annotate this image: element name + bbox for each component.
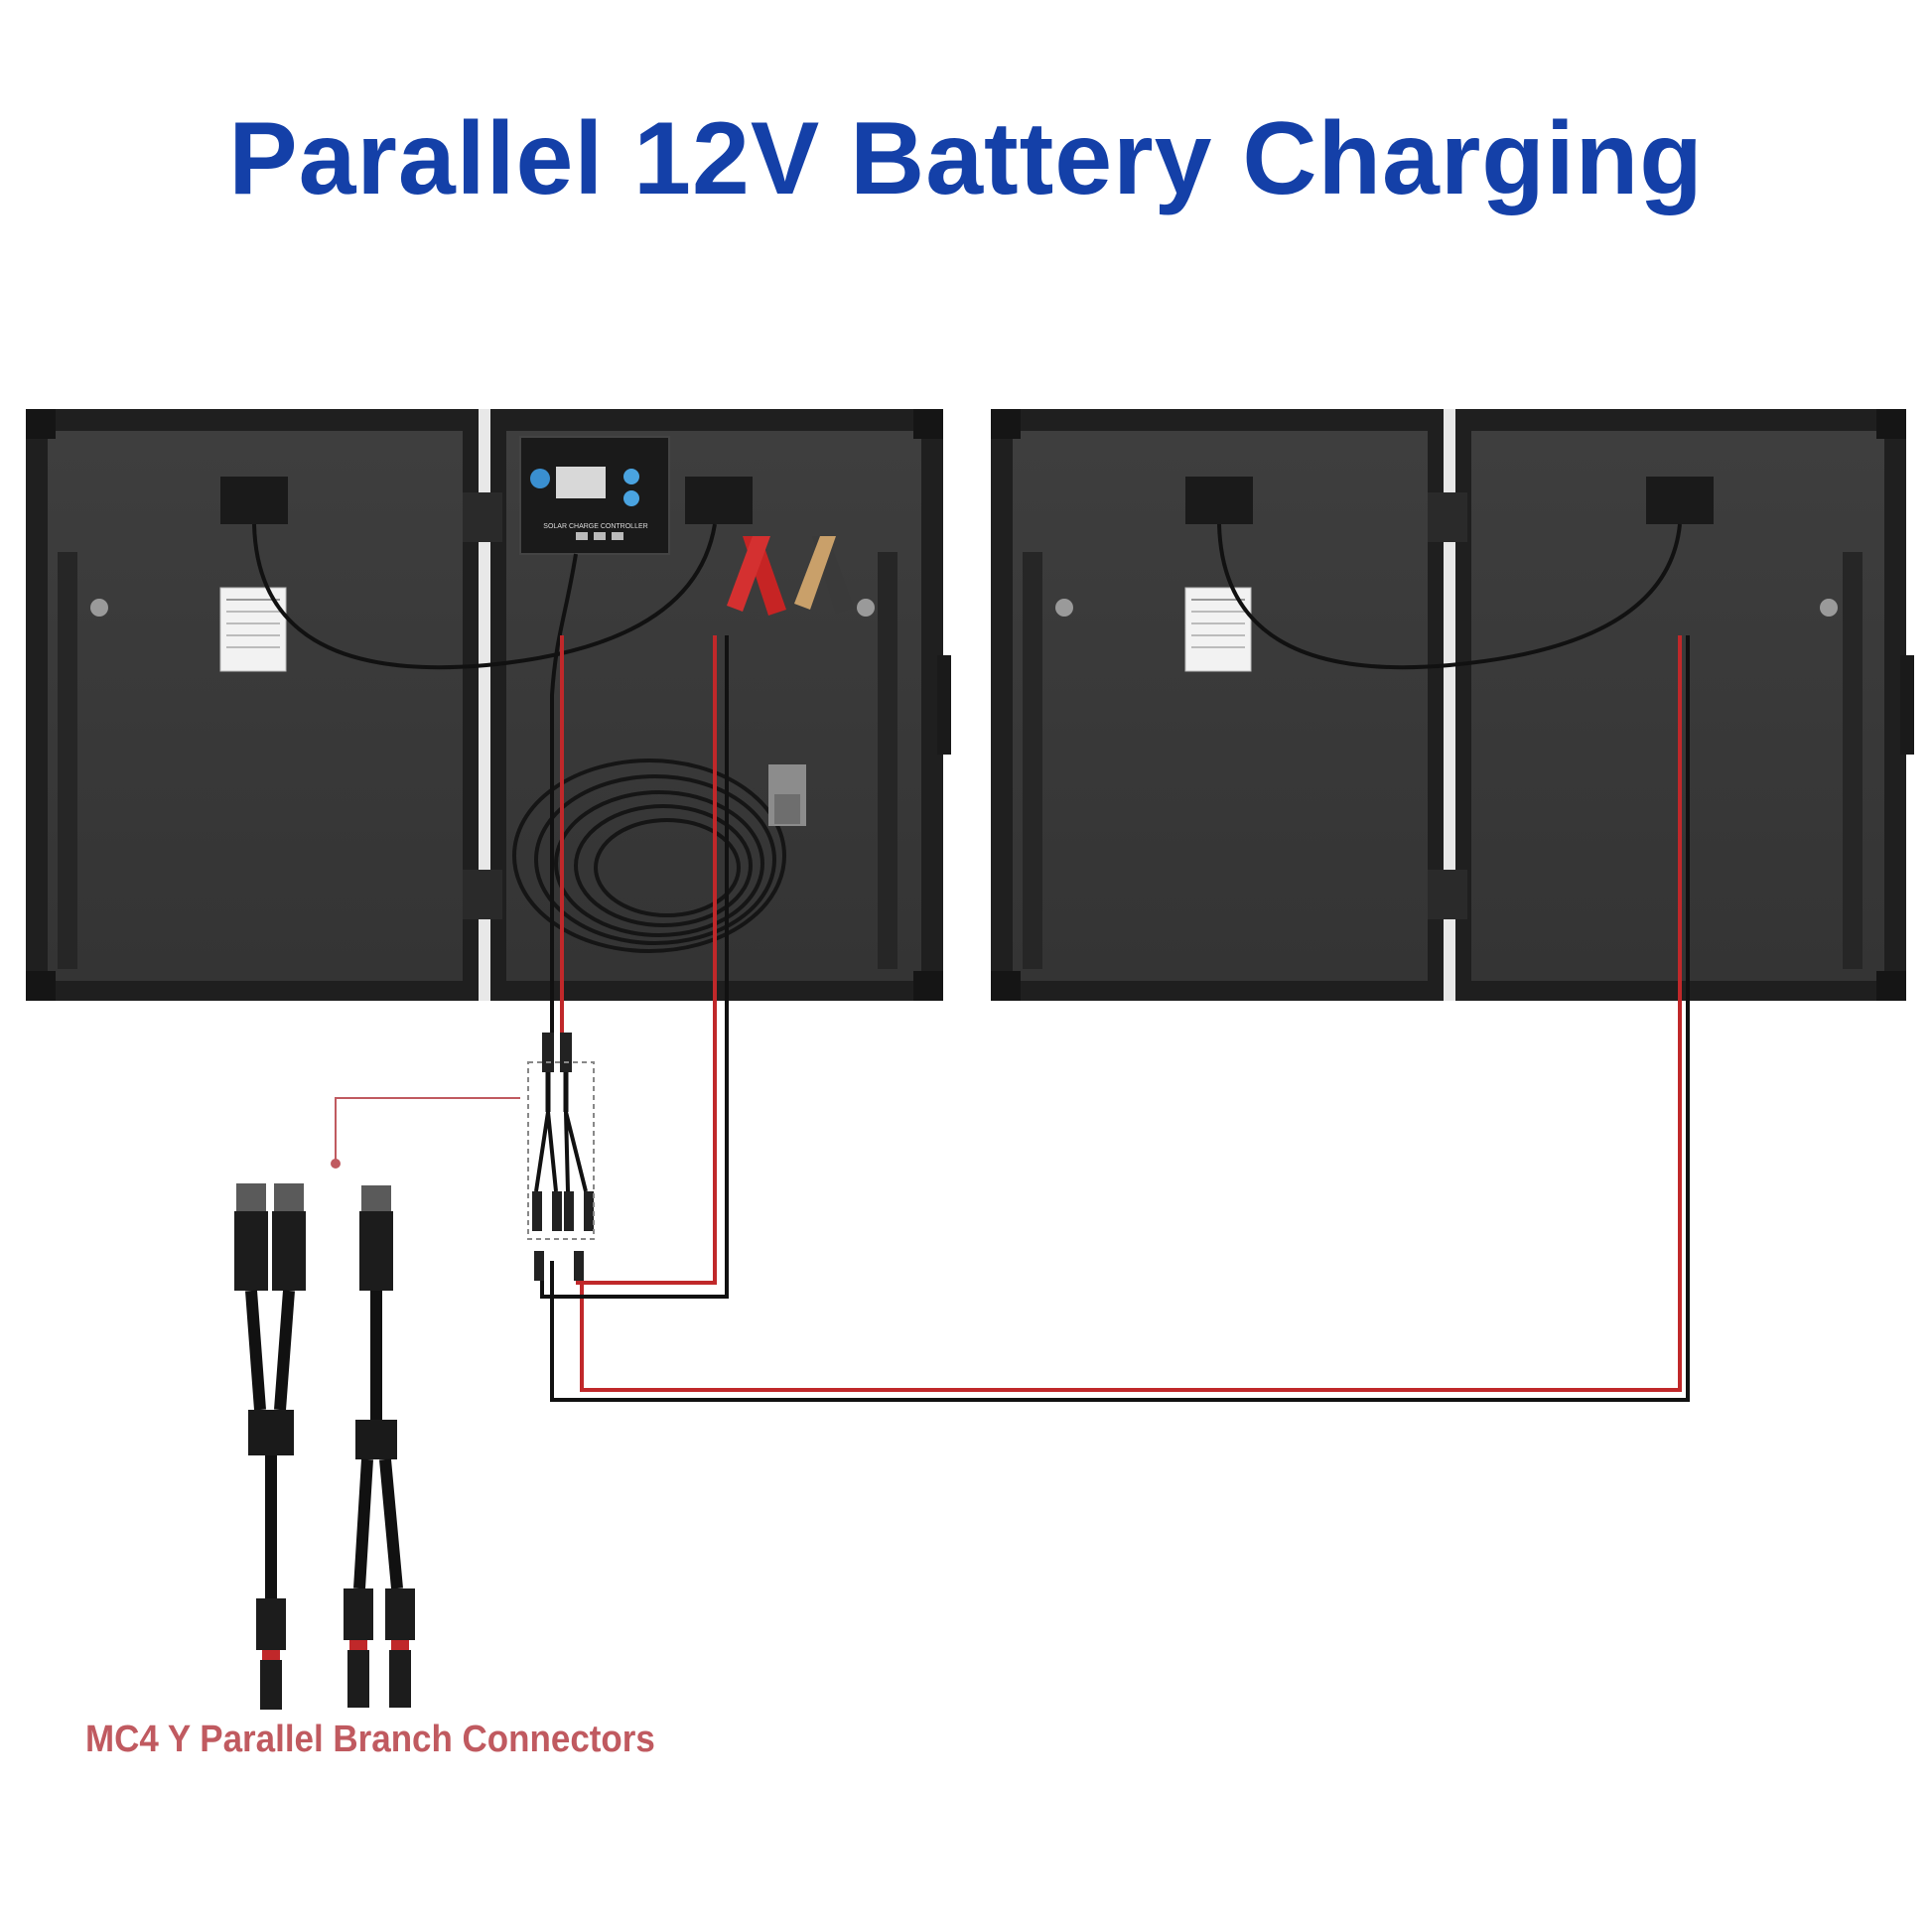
- junction-box-right-a: [1185, 477, 1253, 524]
- junction-box-left-a: [220, 477, 288, 524]
- callout-leader: [335, 1097, 520, 1162]
- mc4-y-branch-single: [344, 1185, 415, 1708]
- handle-left: [937, 655, 951, 755]
- handle-right: [1900, 655, 1914, 755]
- controller-screen: [556, 467, 606, 498]
- solar-panel-left-kit: [26, 409, 951, 1001]
- anderson-plug: [768, 764, 806, 826]
- hinge-gap-left: [479, 409, 490, 1001]
- callout-box: [527, 1061, 595, 1240]
- hinge-left-top: [463, 492, 502, 542]
- wing-nut-right: [857, 599, 875, 617]
- page-title: Parallel 12V Battery Charging: [228, 101, 1704, 216]
- controller-button-up: [623, 469, 639, 484]
- controller-label: SOLAR CHARGE CONTROLLER: [543, 523, 647, 530]
- wire-left-a-negative: [252, 523, 717, 670]
- corner-tr: [913, 409, 943, 439]
- corner-tl: [26, 409, 56, 439]
- connector-caption: MC4 Y Parallel Branch Connectors: [85, 1719, 655, 1760]
- hinge-gap-right: [1444, 409, 1455, 1001]
- black-alligator-clip: [794, 536, 854, 614]
- junction-box-left-b: [685, 477, 753, 524]
- rail-left-1: [58, 552, 77, 969]
- mc4-y-branch-dual: [234, 1183, 306, 1710]
- corner-bl: [26, 971, 56, 1001]
- controller-logo-icon: [530, 469, 550, 488]
- corner-br: [913, 971, 943, 1001]
- y-branch-in-use: [532, 1033, 594, 1281]
- solar-panel-right-kit: [991, 409, 1914, 1001]
- wire-controller-out: [550, 553, 578, 1033]
- hinge-left-bottom: [463, 870, 502, 919]
- controller-button-down: [623, 490, 639, 506]
- wire-right-a-negative: [1217, 523, 1682, 670]
- wire-right-negative-main: [550, 635, 1690, 1402]
- charge-controller: SOLAR CHARGE CONTROLLER: [519, 436, 670, 555]
- wire-right-positive: [580, 635, 1682, 1392]
- coiled-cable: [512, 759, 786, 953]
- red-alligator-clip: [727, 536, 786, 616]
- wing-nut-left: [90, 599, 108, 617]
- rail-left-2: [878, 552, 897, 969]
- callout-dot: [331, 1159, 341, 1169]
- junction-box-right-b: [1646, 477, 1714, 524]
